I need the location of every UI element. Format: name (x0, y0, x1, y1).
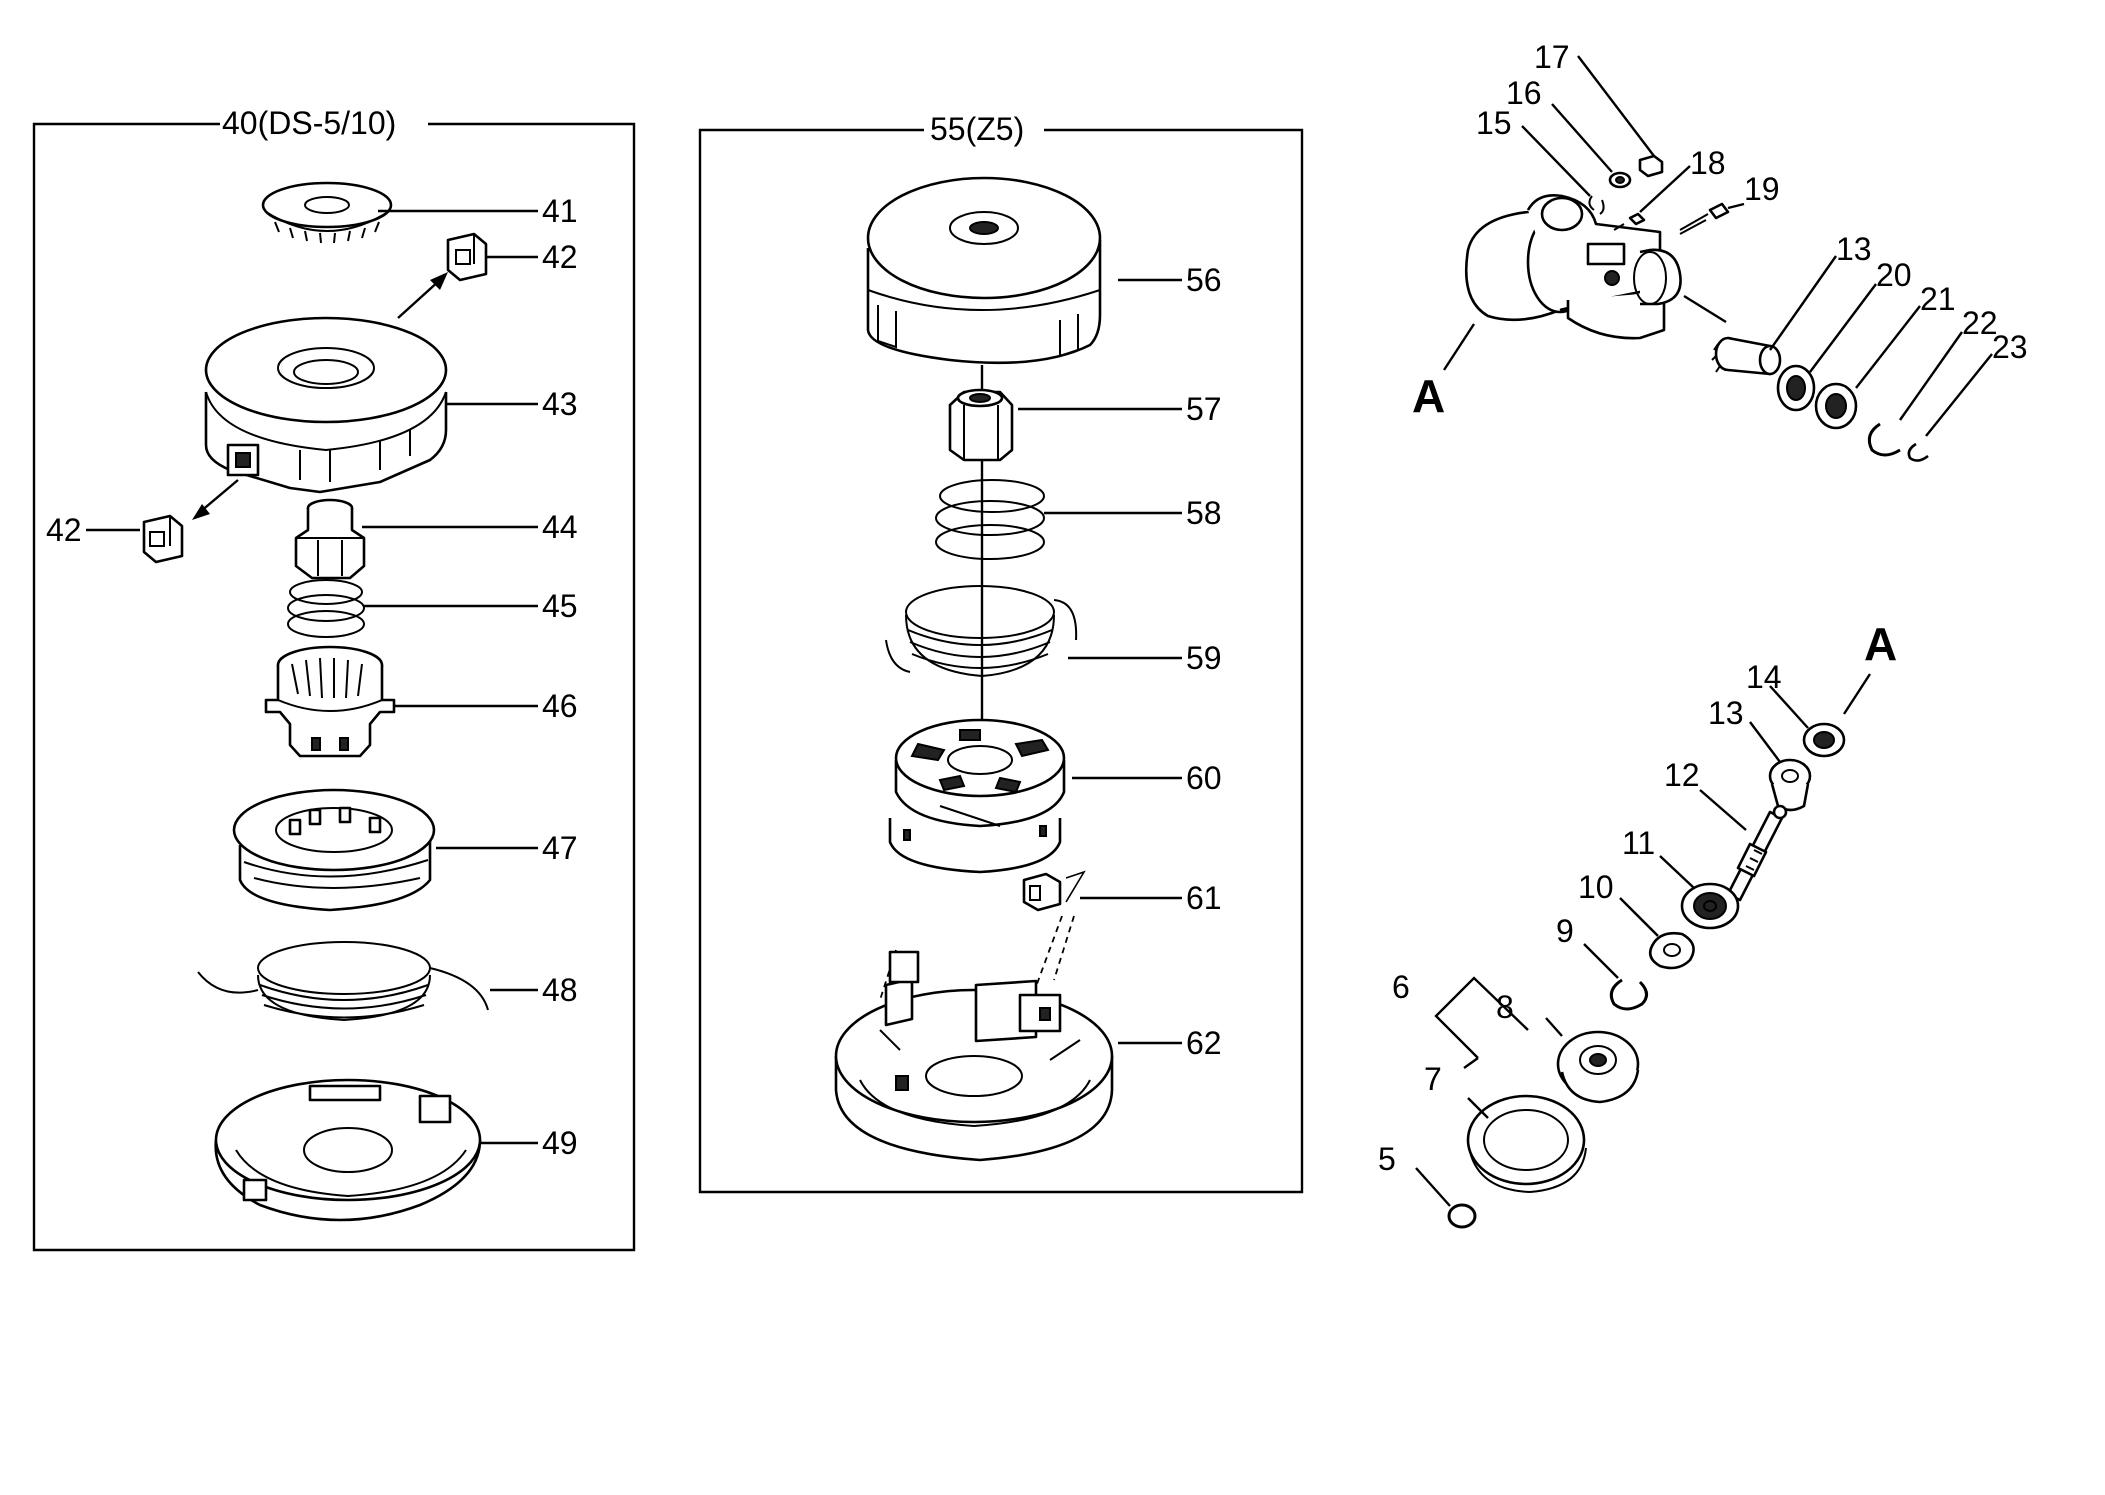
callout-22: 22 (1962, 305, 1998, 341)
part-18-screw (1613, 212, 1646, 231)
part-11-bearing (1680, 882, 1740, 930)
part-5-ring (1447, 1203, 1477, 1229)
callout-43: 43 (542, 386, 578, 422)
group-label-55: 55(Z5) (930, 111, 1024, 147)
part-49-cover (214, 1078, 482, 1222)
callout-19: 19 (1744, 171, 1780, 207)
part-42-clip-top (446, 232, 488, 282)
view-marker-a-top: A (1412, 370, 1445, 422)
part-23-ring (1907, 442, 1929, 462)
part-45-spring (287, 579, 365, 638)
callout-13-bottom: 13 (1708, 695, 1744, 731)
callout-18: 18 (1690, 145, 1726, 181)
part-13-gear-top (1711, 336, 1782, 376)
callout-62: 62 (1186, 1025, 1222, 1061)
callout-11: 11 (1622, 825, 1655, 861)
part-22-snap-ring (1867, 422, 1901, 457)
callout-60: 60 (1186, 760, 1222, 796)
callout-13-top: 13 (1836, 231, 1872, 267)
callout-49: 49 (542, 1125, 578, 1161)
callout-56: 56 (1186, 262, 1222, 298)
callout-41: 41 (542, 193, 578, 229)
part-43-housing (204, 316, 448, 494)
part-9-snap-ring (1609, 978, 1648, 1011)
callout-16: 16 (1506, 75, 1542, 111)
callout-10: 10 (1578, 869, 1614, 905)
part-47-spool (232, 788, 436, 912)
part-13-gear-bottom (1768, 758, 1812, 812)
part-12-shaft (1726, 804, 1788, 902)
callout-59: 59 (1186, 640, 1222, 676)
callout-8: 8 (1496, 989, 1514, 1025)
callout-14: 14 (1746, 659, 1782, 695)
callout-12: 12 (1664, 757, 1700, 793)
part-16-washer (1608, 171, 1632, 189)
callout-47: 47 (542, 830, 578, 866)
part-21-bearing (1814, 382, 1858, 430)
part-7-cup (1466, 1094, 1587, 1194)
callout-23: 23 (1992, 329, 2028, 365)
part-10-washer (1648, 931, 1695, 970)
part-57-nut (948, 388, 1014, 462)
group-box-40: 40(DS-5/10) (32, 105, 636, 1252)
callout-6: 6 (1392, 969, 1410, 1005)
callout-42-top: 42 (542, 239, 578, 275)
part-46-ratchet (264, 645, 396, 758)
callout-5: 5 (1378, 1141, 1396, 1177)
callout-61: 61 (1186, 880, 1222, 916)
callout-58: 58 (1186, 495, 1222, 531)
callout-9: 9 (1556, 913, 1574, 949)
part-42-clip-left (142, 514, 184, 564)
callout-17: 17 (1534, 39, 1570, 75)
part-59-line-coil (885, 585, 1078, 678)
callout-46: 46 (542, 688, 578, 724)
part-8-hub (1556, 1030, 1640, 1104)
group-box-55: 55(Z5) (698, 111, 1304, 1194)
part-41-washer (261, 181, 393, 244)
part-56-cap (866, 176, 1102, 365)
callout-21: 21 (1920, 281, 1956, 317)
part-58-spring (935, 479, 1045, 560)
part-17-bolt (1638, 154, 1664, 178)
gear-case-assembly (1464, 194, 1727, 340)
callout-20: 20 (1876, 257, 1912, 293)
callout-42-left: 42 (46, 512, 82, 548)
part-15-clip (1588, 195, 1605, 215)
callout-44: 44 (542, 509, 578, 545)
part-20-bearing (1776, 364, 1816, 412)
callout-15: 15 (1476, 105, 1512, 141)
part-14-bearing (1802, 722, 1846, 758)
callout-48: 48 (542, 972, 578, 1008)
part-61-clip (1022, 870, 1086, 912)
part-60-hub (888, 718, 1066, 874)
view-marker-a-bottom: A (1864, 618, 1897, 670)
part-19-screw (1679, 202, 1730, 235)
callout-7: 7 (1424, 1061, 1442, 1097)
part-62-base (834, 950, 1114, 1162)
part-44-bolt (294, 498, 366, 580)
group-label-40: 40(DS-5/10) (222, 105, 396, 141)
part-48-line-coil (197, 941, 489, 1022)
callout-57: 57 (1186, 391, 1222, 427)
callout-45: 45 (542, 588, 578, 624)
